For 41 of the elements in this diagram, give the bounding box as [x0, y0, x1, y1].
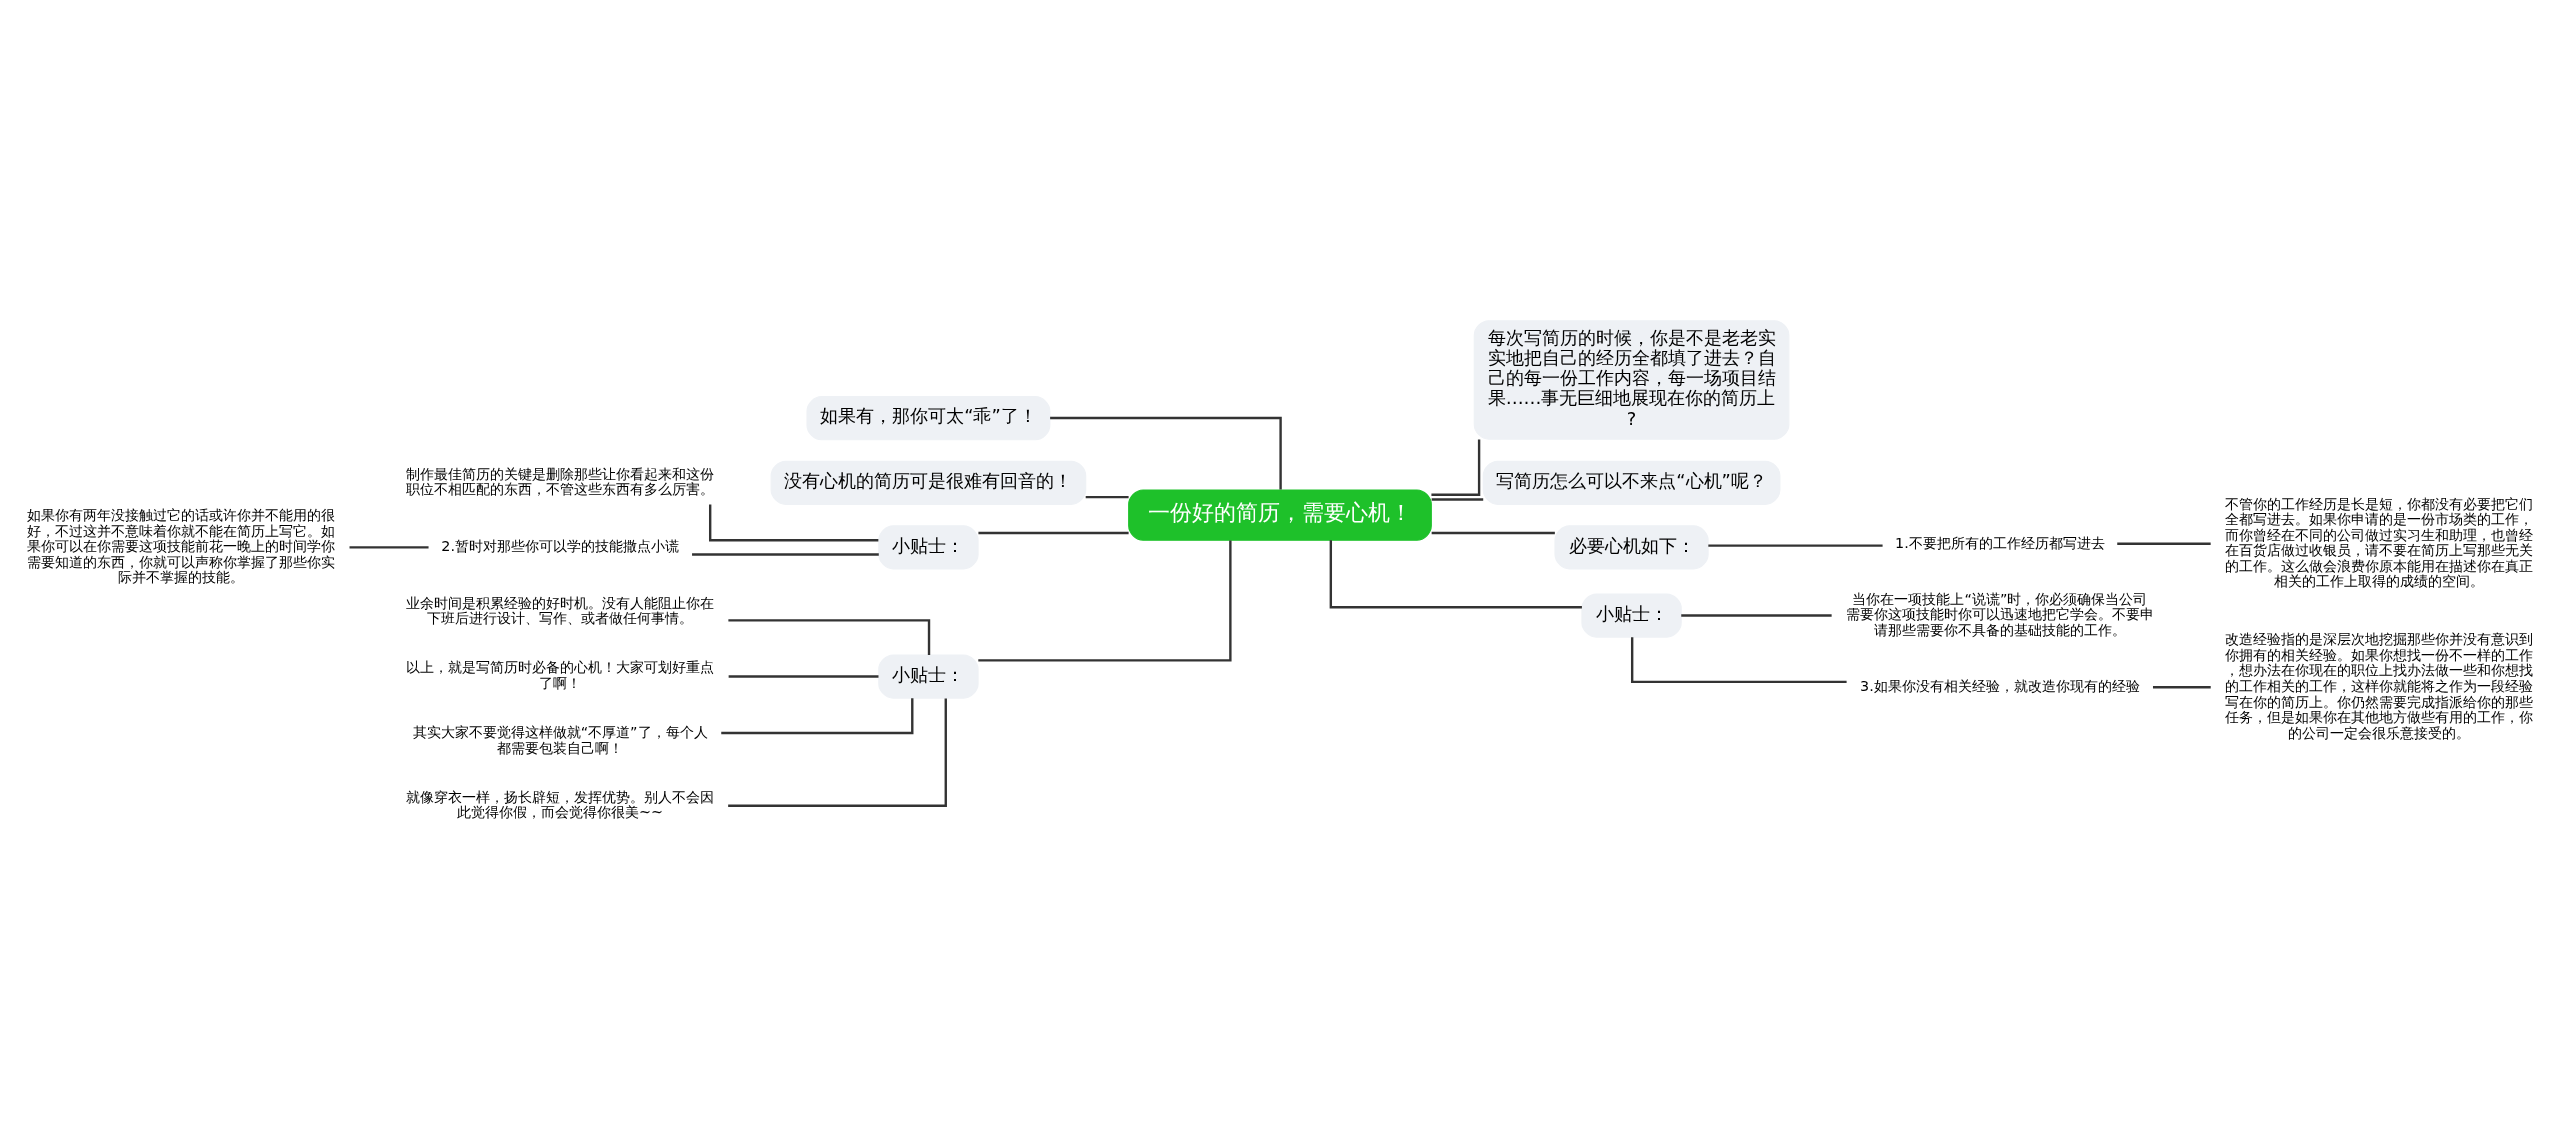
connector — [1329, 539, 1582, 608]
connector — [1431, 438, 1481, 496]
node-box: 没有心机的简历可是很难有回音的！ — [770, 460, 1087, 505]
connector — [1050, 416, 1282, 490]
node-text: 1.不要把所有的工作经历都写进去 — [1895, 534, 2105, 551]
node-text: 制作最佳简历的关键是删除那些让你看起来和这份职位不相匹配的东西，不管这些东西有多么厉害。 — [406, 465, 715, 497]
connector — [1681, 613, 1832, 617]
connector — [349, 545, 429, 549]
connector — [2117, 542, 2211, 545]
node-text: 以上，就是写简历时必备的心机！大家可划好重点了啊！ — [406, 658, 715, 691]
node-box: 小贴士： — [1581, 592, 1682, 638]
node-box: 写简历怎么可以不来点“心机”呢？ — [1482, 460, 1781, 505]
connector — [728, 697, 947, 807]
connector — [1630, 636, 1847, 683]
connector — [692, 552, 879, 556]
connector — [721, 697, 914, 734]
connector — [1431, 531, 1555, 534]
connector — [978, 531, 1129, 534]
node-text: 当你在一项技能上“说谎”时，你必须确保当公司需要你这项技能时你可以迅速地把它学会。不要申请那些需要你不具备的基础技能的工作。 — [1845, 590, 2154, 638]
node-box: 小贴士： — [878, 524, 979, 569]
node-text: 业余时间是积累经验的好时机。没有人能阻止你在下班后进行设计、写作、或者做任何事情。 — [406, 594, 715, 626]
node-box: 必要心机如下： — [1554, 524, 1709, 569]
node-text: 3.如果你没有相关经验，就改造你现有的经验 — [1860, 677, 2140, 694]
connector — [709, 504, 879, 541]
connector — [728, 618, 931, 655]
node-text: 如果你有两年没接触过它的话或许你并不能用的很好，不过这并不意味着你就不能在简历上写它。如果你可以在你需要这项技能前花一晚上的时间学你需要知道的东西，你就可以声称你掌握了那些你实际并不掌握的技能。 — [27, 506, 336, 585]
node-box: 如果有，那你可太“乖”了！ — [806, 395, 1051, 440]
connector — [728, 674, 879, 678]
connector — [1708, 543, 1883, 547]
node-text: 2.暂时对那些你可以学的技能撒点小谎 — [441, 537, 679, 554]
connector — [1431, 497, 1484, 501]
node-text: 其实大家不要觉得这样做就“不厚道”了，每个人都需要包装自己啊！ — [412, 723, 708, 756]
node-text: 改造经验指的是深层次地挖掘那些你并没有意识到你拥有的相关经验。如果你想找一份不一样的工作，想办法在你现在的职位上找办法做一些和你想找的工作相关的工作，这样你就能将之作为一段经验写在你的简历上。你仍然需要完成指派给你的那些任务，但是如果你在其他地方做些有用的工作，你的公司一定会很乐意接受的。 — [2224, 630, 2533, 741]
connector — [2153, 685, 2211, 688]
connector — [978, 539, 1232, 662]
node-box: 每次写简历的时候，你是不是老老实实地把自己的经历全都填了进去？自己的每一份工作内容，每一场项目结果……事无巨细地展现在你的简历上? — [1473, 319, 1790, 440]
node-text: 不管你的工作经历是长是短，你都没有必要把它们全都写进去。如果你申请的是一份市场类的工作，而你曾经在不同的公司做过实习生和助理，也曾经在百货店做过收银员，请不要在简历上写那些无关的工作。这么做会浪费你原本能用在描述你在真正相关的工作上取得的成绩的空间。 — [2224, 495, 2533, 589]
connector — [1085, 495, 1129, 498]
node-box: 一份好的简历，需要心机！ — [1128, 488, 1432, 541]
node-box: 小贴士： — [878, 653, 979, 699]
node-text: 就像穿衣一样，扬长辟短，发挥优势。别人不会因此觉得你假，而会觉得你很美~~ — [406, 788, 715, 820]
